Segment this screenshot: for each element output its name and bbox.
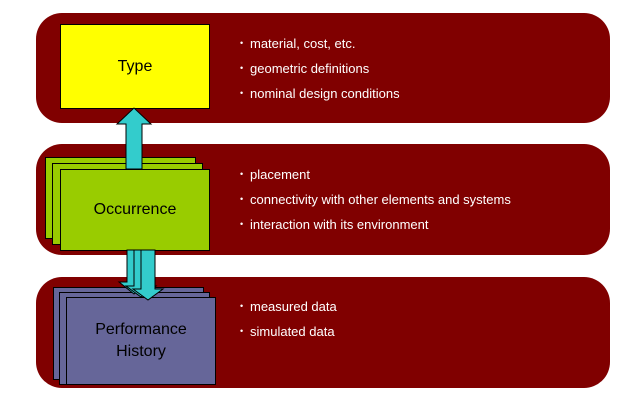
type-bullet-list: material, cost, etc. geometric definitio… <box>240 31 400 106</box>
performance-history-box: Performance History <box>66 297 216 385</box>
type-box-label: Type <box>117 57 153 75</box>
type-bullet: nominal design conditions <box>240 81 400 106</box>
occurrence-box-label: Occurrence <box>93 201 177 218</box>
performance-history-label: Performance History <box>95 319 187 363</box>
type-bullet: geometric definitions <box>240 56 400 81</box>
occurrence-bullet: connectivity with other elements and sys… <box>240 187 511 212</box>
type-box: Type <box>60 24 210 109</box>
occurrence-bullet: placement <box>240 162 511 187</box>
performance-bullet: simulated data <box>240 319 337 344</box>
occurrence-bullet: interaction with its environment <box>240 212 511 237</box>
performance-label-line2: History <box>116 343 166 360</box>
performance-bullet-list: measured data simulated data <box>240 294 337 344</box>
type-bullet: material, cost, etc. <box>240 31 400 56</box>
performance-bullet: measured data <box>240 294 337 319</box>
occurrence-bullet-list: placement connectivity with other elemen… <box>240 162 511 237</box>
performance-label-line1: Performance <box>95 321 187 338</box>
occurrence-box: Occurrence <box>60 169 210 251</box>
